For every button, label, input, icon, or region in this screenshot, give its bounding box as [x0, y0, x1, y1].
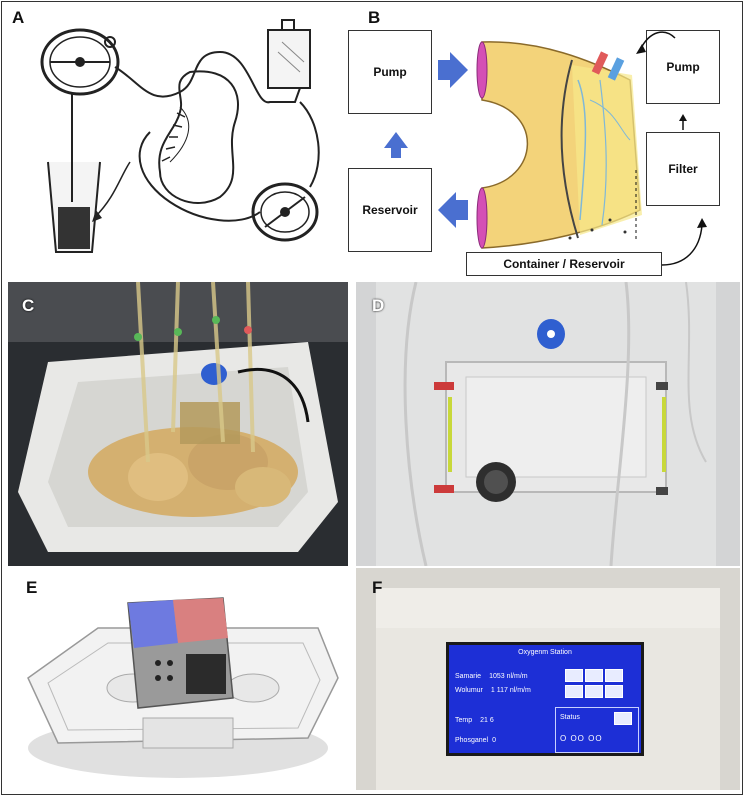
organ-crosssection-icon	[476, 41, 642, 249]
panel-a-label: A	[12, 8, 25, 27]
panel-e-label: E	[26, 578, 38, 597]
screen-title: Oxygenm Station	[518, 649, 572, 656]
down-button-2[interactable]	[585, 685, 603, 698]
row-label: Samarie	[455, 673, 482, 680]
filter-box: Filter	[646, 132, 720, 206]
status-panel: Status O OO OO	[555, 707, 639, 753]
panel-c-photo	[8, 282, 348, 566]
vein-tube-icon	[607, 57, 625, 81]
row-value: 1 117 nl/m/m	[490, 687, 531, 694]
panel-b-schematic	[384, 31, 707, 266]
screen-row-2: Wolumur 1 117 nl/m/m	[455, 687, 531, 694]
artery-tube-icon	[591, 51, 609, 75]
pump-right-box: Pump	[646, 30, 720, 104]
panel-d-photo	[356, 282, 740, 566]
arrow-reservoir-to-pump-icon	[384, 132, 408, 158]
touchscreen: Oxygenm Station Samarie 1053 nl/m/m Wolu…	[446, 642, 644, 756]
up-button-1[interactable]	[585, 669, 603, 682]
panel-d-label: D	[372, 296, 385, 315]
row-label: Temp	[455, 717, 473, 724]
row-value: 0	[492, 737, 496, 744]
panel-e-render	[8, 568, 348, 790]
arrow-pump-to-organ-icon	[438, 52, 468, 88]
status-play-button[interactable]	[614, 712, 632, 725]
row-label: Phosganel	[455, 737, 489, 744]
intestine-organ-icon	[158, 70, 239, 204]
minus-button-1[interactable]	[565, 669, 583, 682]
roller-pump-right-icon	[251, 182, 319, 242]
screen-row-3: Temp 21 6	[455, 717, 494, 724]
minus-button-2[interactable]	[565, 685, 583, 698]
roller-pump-left-icon	[40, 28, 120, 96]
screen-row-4: Phosganel 0	[455, 737, 496, 744]
row-value: 1053 nl/m/m	[489, 673, 528, 680]
arrow-organ-to-reservoir-icon	[438, 192, 468, 228]
container-reservoir-box: Container / Reservoir	[466, 252, 662, 276]
status-label: Status	[560, 714, 580, 721]
beaker-icon	[47, 161, 101, 253]
panel-c-label: C	[22, 296, 35, 315]
row-label: Wolumur	[455, 687, 483, 694]
pump-left-box: Pump	[348, 30, 432, 114]
panel-f-label: F	[372, 578, 383, 597]
screen-row-1: Samarie 1053 nl/m/m	[455, 673, 528, 680]
panel-b-label: B	[368, 8, 381, 27]
reservoir-box: Reservoir	[348, 168, 432, 252]
panel-a-drawing	[40, 19, 320, 253]
status-value: O OO OO	[560, 734, 603, 743]
play-button-1[interactable]	[605, 669, 623, 682]
play-button-2[interactable]	[605, 685, 623, 698]
oxygenator-bottle-icon	[267, 19, 311, 89]
row-value: 21 6	[480, 717, 494, 724]
